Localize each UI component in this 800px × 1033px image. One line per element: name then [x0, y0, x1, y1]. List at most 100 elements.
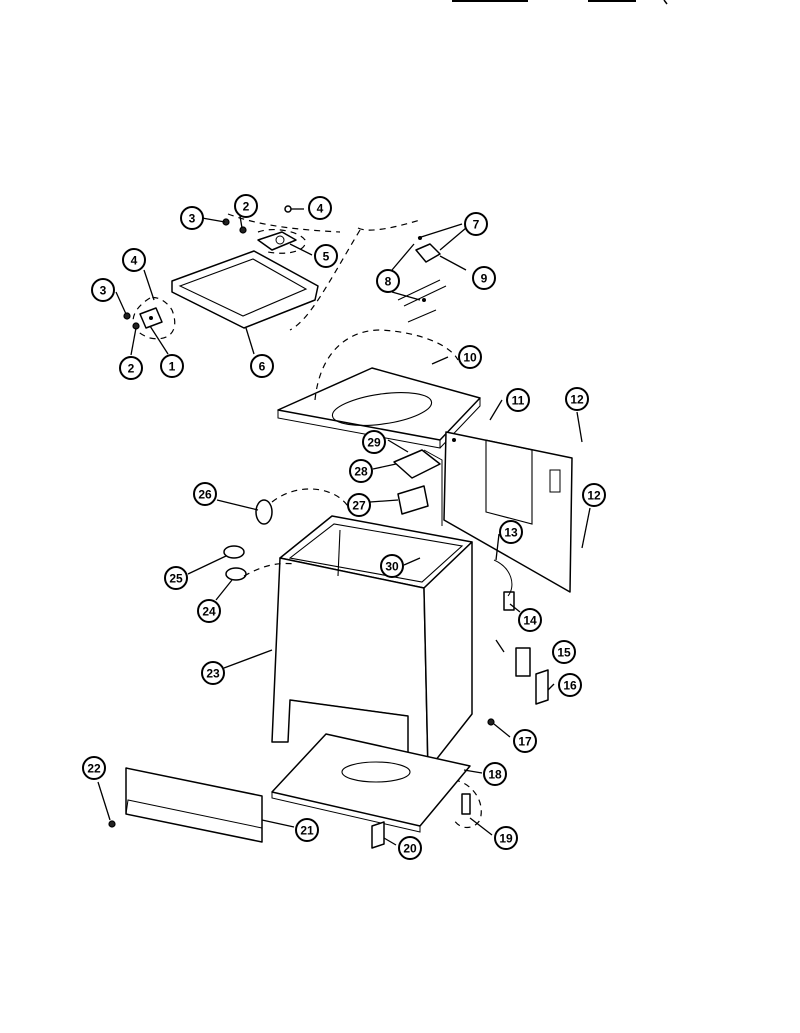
callout-circle	[314, 244, 338, 268]
callout-number: 25	[169, 572, 183, 586]
screws-hardware	[123, 205, 292, 330]
callout-number: 3	[189, 212, 196, 226]
callout-number: 19	[499, 832, 513, 846]
leveling-leg-parts	[371, 793, 471, 849]
callout-circle	[347, 493, 371, 517]
lid-switch-part	[397, 236, 447, 323]
callout-circle	[398, 836, 422, 860]
callout-circle	[160, 354, 184, 378]
callout-circle	[472, 266, 496, 290]
separator-arcs	[132, 213, 482, 829]
callout-20: 20	[398, 836, 422, 860]
callout-17: 17	[513, 729, 537, 753]
hinge-part	[257, 231, 297, 251]
callout-circle	[295, 818, 319, 842]
callout-circle	[558, 673, 582, 697]
callout-circle	[494, 826, 518, 850]
callout-16: 16	[558, 673, 582, 697]
callout-24: 24	[197, 599, 221, 623]
callout-4: 4	[122, 248, 146, 272]
callout-6: 6	[250, 354, 274, 378]
callout-number: 27	[352, 499, 366, 513]
callout-number: 9	[481, 272, 488, 286]
callout-circle	[349, 459, 373, 483]
callout-18: 18	[483, 762, 507, 786]
callout-1: 1	[160, 354, 184, 378]
callout-number: 29	[367, 436, 381, 450]
left-hinge-part	[139, 307, 163, 329]
bracket-part	[393, 449, 443, 526]
callout-14: 14	[518, 608, 542, 632]
callout-number: 20	[403, 842, 417, 856]
callout-circle	[565, 387, 589, 411]
callout-circle	[552, 640, 576, 664]
callout-number: 12	[570, 393, 584, 407]
callout-30: 30	[380, 554, 404, 578]
callout-circle	[308, 196, 332, 220]
callout-number: 7	[473, 218, 480, 232]
base-part	[271, 733, 471, 833]
callout-8: 8	[376, 269, 400, 293]
capacitor-parts	[487, 559, 549, 726]
leader-lines	[97, 208, 591, 846]
top-panel-part	[277, 329, 481, 449]
callout-15: 15	[552, 640, 576, 664]
callout-number: 3	[100, 284, 107, 298]
callout-22: 22	[82, 756, 106, 780]
callout-circle	[582, 483, 606, 507]
callout-number: 1	[169, 360, 176, 374]
callout-27: 27	[347, 493, 371, 517]
callout-4: 4	[308, 196, 332, 220]
callout-circle	[380, 554, 404, 578]
callout-number: 5	[323, 250, 330, 264]
callout-circle	[362, 430, 386, 454]
callout-number: 17	[518, 735, 532, 749]
callout-circle	[197, 599, 221, 623]
callout-2: 2	[119, 356, 143, 380]
callout-circle	[91, 278, 115, 302]
callout-circle	[518, 608, 542, 632]
callout-number: 26	[198, 488, 212, 502]
callout-number: 14	[523, 614, 537, 628]
callout-26: 26	[193, 482, 217, 506]
callout-number: 11	[512, 394, 525, 408]
callout-circle	[82, 756, 106, 780]
callout-circle	[506, 388, 530, 412]
back-panel-part	[443, 431, 573, 593]
callout-number: 15	[557, 646, 571, 660]
callout-circle	[193, 482, 217, 506]
toe-panel-part	[125, 767, 263, 843]
callout-number: 2	[128, 362, 135, 376]
callout-12: 12	[582, 483, 606, 507]
callout-7: 7	[464, 212, 488, 236]
callout-25: 25	[164, 566, 188, 590]
callout-number: 10	[463, 351, 477, 365]
callout-5: 5	[314, 244, 338, 268]
callout-number: 4	[131, 254, 138, 268]
callout-19: 19	[494, 826, 518, 850]
callout-13: 13	[499, 520, 523, 544]
callout-number: 23	[206, 667, 220, 681]
callout-number: 12	[587, 489, 601, 503]
callout-number: 18	[488, 768, 502, 782]
callout-12: 12	[565, 387, 589, 411]
callout-number: 2	[243, 200, 250, 214]
screw-part	[108, 820, 116, 828]
callout-number: 6	[259, 360, 266, 374]
hose-parts	[223, 488, 351, 581]
callout-circle	[464, 212, 488, 236]
callout-23: 23	[201, 661, 225, 685]
callout-9: 9	[472, 266, 496, 290]
callout-29: 29	[362, 430, 386, 454]
callout-number: 24	[202, 605, 216, 619]
callout-number: 21	[300, 824, 314, 838]
cabinet-part	[271, 515, 473, 771]
callout-number: 13	[504, 526, 518, 540]
callout-number: 28	[354, 465, 368, 479]
callout-number: 30	[385, 560, 399, 574]
callout-number: 22	[87, 762, 101, 776]
callout-number: 4	[317, 202, 324, 216]
callout-circle	[483, 762, 507, 786]
